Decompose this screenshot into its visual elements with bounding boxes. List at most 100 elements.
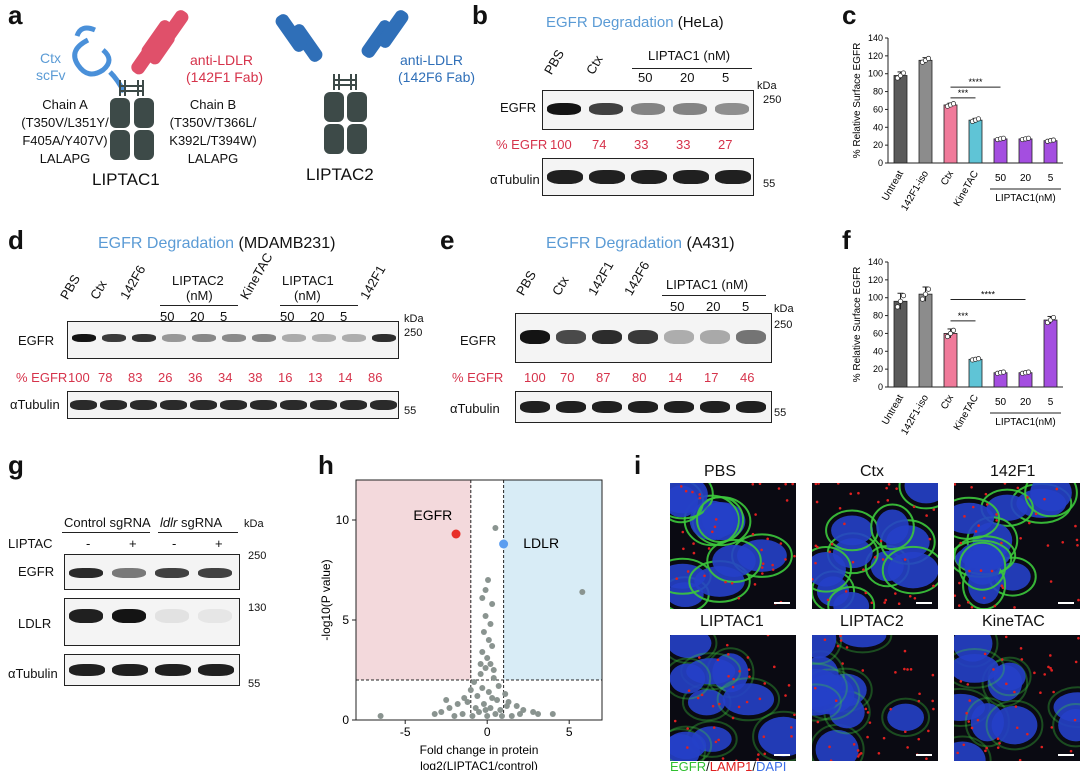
pct-egfr-value: 100 [524,370,546,385]
data-point [1000,135,1007,141]
blot-band [250,400,277,410]
lysosome-punctum [691,490,694,494]
lysosome-punctum [990,569,994,573]
lysosome-punctum [679,485,683,488]
lysosome-punctum [828,745,831,749]
lysosome-punctum [814,561,817,565]
lysosome-punctum [966,683,970,686]
lysosome-punctum [817,483,820,485]
panel-g-kda-label: kDa [244,518,264,530]
nucleus [954,502,995,534]
lysosome-punctum [977,524,980,527]
nucleus [758,716,796,757]
bar [893,75,908,164]
lysosome-punctum [979,569,983,572]
lysosome-punctum [812,577,814,581]
lysosome-punctum [844,590,848,593]
lysosome-punctum [836,644,840,648]
lysosome-punctum [868,721,872,724]
y-tick-label: 80 [873,87,883,97]
lysosome-punctum [839,639,843,642]
panel-b-kda-250: 250 [763,94,782,106]
lysosome-punctum [985,503,989,506]
ctx-label: Ctx [40,50,61,66]
protein-point [461,695,468,701]
membrane-stain [898,483,938,510]
protein-point [451,713,458,719]
lane-label: Ctx [549,273,572,298]
lysosome-punctum [885,486,888,490]
protein-point [489,601,496,607]
blot-band [132,334,156,342]
lysosome-punctum [970,726,974,730]
lysosome-punctum [698,496,702,500]
blot-band [198,664,234,676]
lane-label: KineTAC [237,250,276,302]
panel-g-egfr-blot [64,554,240,590]
lysosome-punctum [745,700,749,704]
nucleus [904,483,938,504]
pct-egfr-value: 26 [158,370,173,385]
lysosome-punctum [857,491,860,495]
protein-point [482,587,489,593]
panel-e-egfr-row-label: EGFR [460,333,497,348]
protein-point [490,675,497,681]
lysosome-punctum [816,720,820,724]
y-tick-label: 100 [868,69,883,79]
lysosome-punctum [762,735,766,739]
membrane-stain [827,585,876,609]
lysosome-punctum [1075,538,1079,542]
lysosome-punctum [1040,745,1044,749]
lysosome-punctum [1014,705,1018,708]
panel-label-a: a [8,0,23,30]
blot-band [628,401,658,413]
nucleus [954,741,986,761]
membrane-stain [812,635,843,665]
protein-point [480,629,487,635]
panel-d-group2b-label: (nM) [294,288,321,303]
lysosome-punctum [684,489,688,493]
lysosome-punctum [711,530,714,534]
data-point [894,304,901,310]
data-point [925,286,932,292]
data-point [950,101,957,107]
lysosome-punctum [870,601,874,605]
blot-band [155,664,191,676]
lysosome-punctum [823,638,827,642]
lysosome-punctum [954,594,957,597]
lysosome-punctum [887,483,891,486]
lysosome-punctum [856,749,860,752]
protein-point [530,709,537,715]
lysosome-punctum [864,707,868,711]
membrane-stain [706,538,762,583]
lysosome-punctum [838,506,842,510]
lysosome-punctum [826,598,830,602]
pct-egfr-value: 74 [592,137,607,152]
blot-band [700,401,730,413]
lysosome-punctum [692,551,696,555]
nucleus [1030,483,1072,512]
protein-point [377,713,384,719]
y-tick-label: 120 [868,275,883,285]
lane-label: 142F1 [585,258,617,298]
y-tick-label: 60 [873,328,883,338]
protein-point [487,705,494,711]
lysosome-punctum [954,483,957,486]
blot-band [589,170,625,184]
lysosome-punctum [1026,732,1029,736]
lysosome-punctum [1033,671,1036,675]
if-title-kinetac: KineTAC [982,613,1045,630]
lane-label: 50 [160,309,175,324]
membrane-stain [670,725,713,761]
lysosome-punctum [851,560,855,564]
panel-g-control-group-label: Control sgRNA [64,515,151,530]
lysosome-punctum [686,746,689,749]
lysosome-punctum [956,751,959,755]
panel-b-egfr-blot [542,90,754,130]
panel-d-group1-label: LIPTAC2 [172,273,224,288]
lysosome-punctum [861,669,865,672]
lysosome-punctum [909,668,913,671]
protein-point [487,661,494,667]
data-point [1050,314,1057,321]
lysosome-punctum [906,746,909,749]
